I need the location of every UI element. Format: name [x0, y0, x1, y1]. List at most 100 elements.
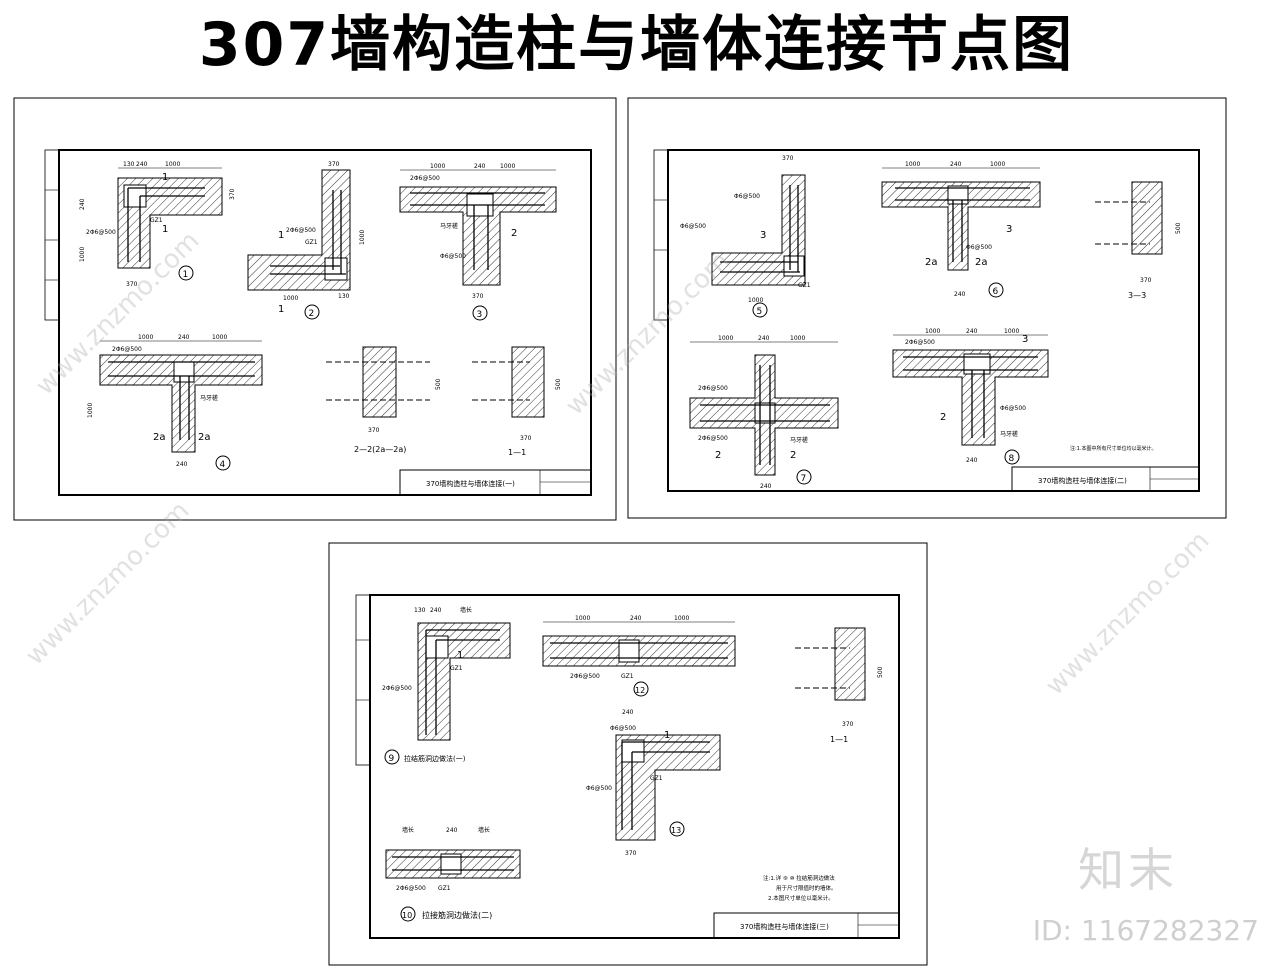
page-title: 307墙构造柱与墙体连接节点图 [198, 10, 1075, 80]
svg-text:注:1.详 ⑨ ⑩ 拉结筋洞边做法: 注:1.详 ⑨ ⑩ 拉结筋洞边做法 [763, 874, 835, 882]
svg-text:拉接筋洞边做法(二): 拉接筋洞边做法(二) [422, 910, 492, 920]
svg-text:2Φ6@500: 2Φ6@500 [382, 685, 412, 692]
svg-text:370: 370 [1140, 277, 1152, 284]
svg-text:Φ6@500: Φ6@500 [966, 244, 992, 251]
svg-text:240: 240 [79, 198, 86, 210]
detail-number-6: 6 [993, 287, 999, 297]
svg-text:墙长: 墙长 [402, 826, 414, 834]
svg-text:1000: 1000 [790, 335, 805, 342]
svg-text:GZ1: GZ1 [450, 665, 463, 672]
svg-text:1—1: 1—1 [508, 448, 526, 457]
svg-text:1000: 1000 [905, 161, 920, 168]
svg-text:拉结筋洞边做法(一): 拉结筋洞边做法(一) [404, 754, 466, 763]
svg-text:2a: 2a [153, 432, 166, 443]
detail-5: 370 Φ6@500 Φ6@500 1000 GZ1 3 5 [680, 155, 811, 318]
detail-13: 240 Φ6@500 Φ6@500 GZ1 370 1 13 [586, 709, 721, 857]
detail-8: 1000 240 1000 2Φ6@500 Φ6@500 马牙槎 240 2 3… [892, 328, 1049, 465]
svg-text:2Φ6@500: 2Φ6@500 [410, 175, 440, 182]
svg-text:Φ6@500: Φ6@500 [680, 223, 706, 230]
sheet1-caption: 370墙构造柱与墙体连接(一) [426, 479, 515, 488]
svg-text:500: 500 [1175, 222, 1182, 234]
svg-text:1: 1 [162, 224, 168, 235]
section-1-1-sheet1: 500 370 1—1 [472, 346, 562, 457]
svg-text:370: 370 [520, 435, 532, 442]
svg-text:2Φ6@500: 2Φ6@500 [286, 227, 316, 234]
svg-text:用于尺寸限值时的墙体。: 用于尺寸限值时的墙体。 [776, 884, 837, 892]
svg-text:1000: 1000 [925, 328, 940, 335]
svg-text:Φ6@500: Φ6@500 [1000, 405, 1026, 412]
svg-text:1000: 1000 [79, 247, 86, 262]
svg-text:1000: 1000 [165, 161, 180, 168]
image-id: ID: 1167282327 [1032, 914, 1259, 947]
sheet-1: 370墙构造柱与墙体连接(一) 130 240 1000 1000 240 2Φ… [13, 97, 617, 521]
svg-text:3: 3 [760, 230, 766, 241]
detail-3: 1000 240 1000 2Φ6@500 马牙槎 Φ6@500 370 2 3 [399, 163, 557, 321]
svg-text:500: 500 [877, 666, 884, 678]
svg-text:1000: 1000 [1004, 328, 1019, 335]
svg-text:1000: 1000 [748, 297, 763, 304]
svg-text:2Φ6@500: 2Φ6@500 [86, 229, 116, 236]
svg-text:1—1: 1—1 [830, 735, 848, 744]
svg-text:2: 2 [940, 412, 946, 423]
detail-number-13: 13 [671, 826, 681, 835]
svg-text:130: 130 [414, 607, 426, 614]
svg-text:1000: 1000 [674, 615, 689, 622]
svg-text:2—2(2a—2a): 2—2(2a—2a) [354, 445, 406, 454]
svg-text:370: 370 [126, 281, 138, 288]
svg-text:1000: 1000 [212, 334, 227, 341]
svg-text:1000: 1000 [87, 403, 94, 418]
svg-text:240: 240 [430, 607, 442, 614]
svg-text:1: 1 [162, 172, 168, 183]
svg-text:240: 240 [446, 827, 458, 834]
detail-number-7: 7 [801, 474, 807, 484]
detail-number-1: 1 [183, 270, 189, 280]
svg-text:370: 370 [229, 188, 236, 200]
svg-text:1000: 1000 [500, 163, 515, 170]
svg-text:墙长: 墙长 [460, 606, 472, 614]
svg-text:240: 240 [760, 483, 772, 490]
svg-text:130: 130 [123, 161, 135, 168]
svg-text:Φ6@500: Φ6@500 [586, 785, 612, 792]
detail-7: 1000 240 1000 2Φ6@500 2Φ6@500 马牙槎 240 2 … [689, 335, 839, 490]
sheet2-caption: 370墙构造柱与墙体连接(二) [1038, 476, 1127, 485]
svg-text:GZ1: GZ1 [621, 673, 634, 680]
svg-text:240: 240 [966, 457, 978, 464]
svg-text:240: 240 [474, 163, 486, 170]
svg-text:马牙槎: 马牙槎 [440, 222, 458, 230]
svg-text:370: 370 [842, 721, 854, 728]
detail-number-2: 2 [309, 309, 315, 319]
svg-text:240: 240 [966, 328, 978, 335]
sheet3-caption: 370墙构造柱与墙体连接(三) [740, 922, 829, 931]
svg-text:240: 240 [950, 161, 962, 168]
svg-text:370: 370 [472, 293, 484, 300]
svg-text:2Φ6@500: 2Φ6@500 [396, 885, 426, 892]
svg-text:2a: 2a [925, 257, 938, 268]
svg-text:2Φ6@500: 2Φ6@500 [905, 339, 935, 346]
svg-text:2Φ6@500: 2Φ6@500 [570, 673, 600, 680]
svg-text:Φ6@500: Φ6@500 [440, 253, 466, 260]
svg-text:1000: 1000 [990, 161, 1005, 168]
detail-number-5: 5 [757, 307, 763, 317]
detail-number-12: 12 [635, 686, 645, 695]
svg-text:240: 240 [630, 615, 642, 622]
svg-text:240: 240 [136, 161, 148, 168]
svg-text:2.本图尺寸单位以毫米计。: 2.本图尺寸单位以毫米计。 [768, 894, 834, 902]
section-3-3: 500 370 3—3 [1095, 181, 1182, 300]
svg-text:130: 130 [338, 293, 350, 300]
sheet-3: 370墙构造柱与墙体连接(三) 130 240 墙长 2Φ6@500 GZ1 1… [328, 542, 928, 966]
svg-text:1: 1 [278, 304, 284, 315]
svg-text:1000: 1000 [138, 334, 153, 341]
detail-number-8: 8 [1009, 454, 1015, 464]
svg-text:1000: 1000 [359, 230, 366, 245]
detail-4: 1000 240 1000 2Φ6@500 马牙槎 1000 240 2a 2a… [87, 334, 263, 471]
detail-9: 130 240 墙长 2Φ6@500 GZ1 1 9 拉结筋洞边做法(一) [382, 606, 511, 765]
svg-text:GZ1: GZ1 [150, 217, 163, 224]
svg-text:GZ1: GZ1 [438, 885, 451, 892]
svg-text:1: 1 [278, 230, 284, 241]
svg-text:2Φ6@500: 2Φ6@500 [698, 435, 728, 442]
svg-text:240: 240 [758, 335, 770, 342]
svg-text:500: 500 [435, 378, 442, 390]
svg-text:1000: 1000 [718, 335, 733, 342]
svg-text:GZ1: GZ1 [650, 775, 663, 782]
